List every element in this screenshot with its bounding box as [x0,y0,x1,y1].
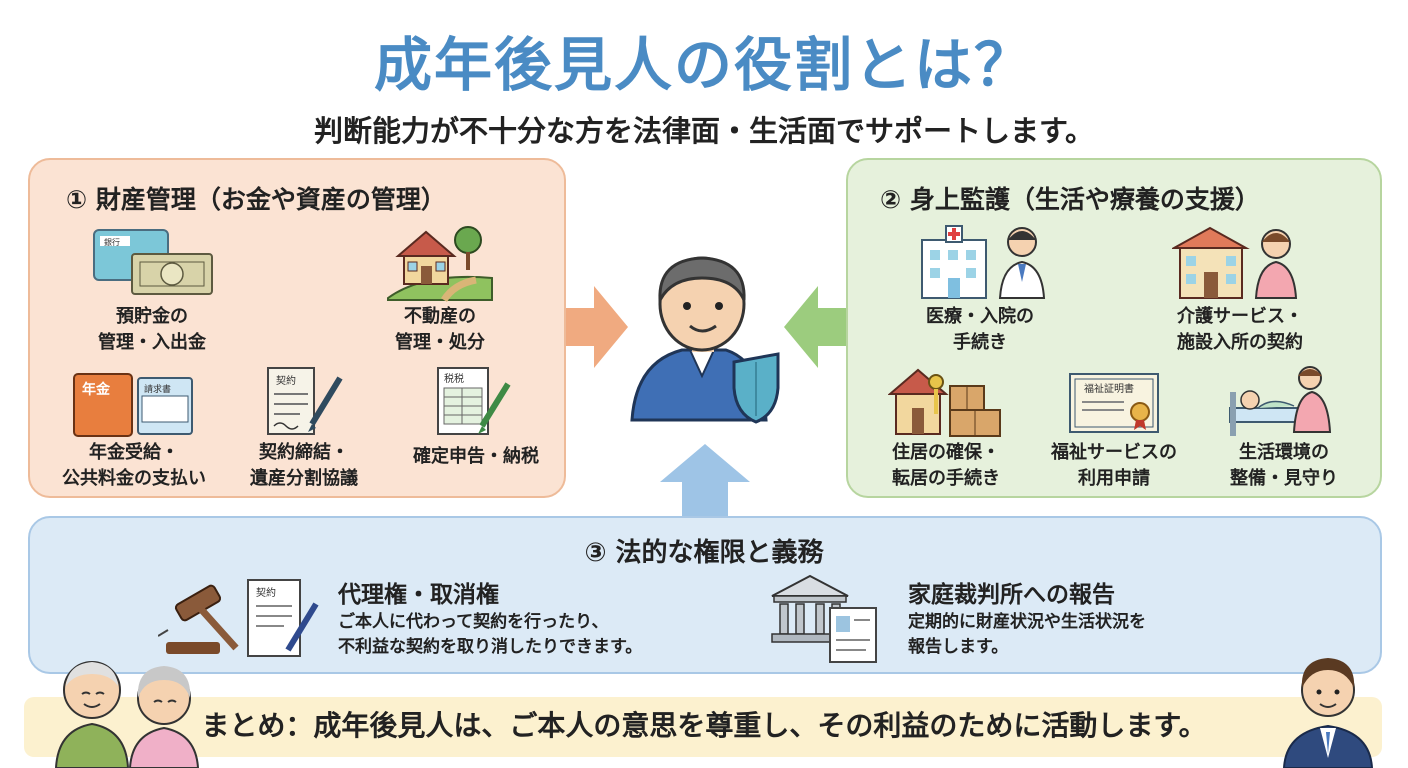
property-item-label: 年金受給・公共料金の支払い [62,442,206,489]
gavel-contract-icon: 契約 [158,579,319,657]
house-key-boxes-icon [888,368,1001,437]
bank-card-text: 銀行 [104,237,120,247]
guardian-icon [630,256,780,424]
personal-care-panel [846,158,1382,498]
page-subtitle: 判断能力が不十分な方を法律面・生活面でサポートします。 [313,114,1095,148]
care-item-label: 介護サービス・施設入所の契約 [1177,306,1303,353]
property-management-panel [28,158,566,498]
care-heading: ② 身上監護（生活や療養の支援） [880,185,1260,214]
care-facility-icon [1172,226,1298,299]
arrow-right-icon [566,286,628,368]
tax-form-icon: 税税 [437,367,511,435]
svg-text:福祉証明書: 福祉証明書 [1084,382,1134,395]
certificate-icon: 福祉証明書 [1069,373,1159,433]
house-land-icon [387,226,493,302]
svg-text:税税: 税税 [444,372,464,385]
property-item-label: 契約締結・遺産分割協議 [250,442,358,489]
summary-bar [24,697,1382,757]
contract-scroll-icon: 契約 [267,367,343,435]
svg-text:請求書: 請求書 [144,383,171,395]
businessman-icon [1282,658,1374,768]
property-item-label: 預貯金の管理・入出金 [98,306,206,353]
property-item-label: 不動産の管理・処分 [395,306,485,353]
elderly-couple-icon [54,661,200,768]
care-item-label: 住居の確保・転居の手続き [892,442,1000,489]
arrow-left-icon [784,286,846,368]
bankbook-cash-icon: 銀行 [93,229,213,295]
care-item-label: 医療・入院の手続き [926,306,1034,353]
hospital-doctor-icon [921,225,1046,299]
care-item-label: 生活環境の整備・見守り [1230,442,1338,489]
property-item-label: 確定申告・納税 [413,446,539,467]
bed-caregiver-icon [1229,366,1332,436]
svg-text:契約: 契約 [276,374,296,387]
legal-item-desc: 定期的に財産状況や生活状況を報告します。 [908,612,1146,657]
svg-text:年金: 年金 [82,381,111,398]
svg-text:契約: 契約 [256,586,276,599]
care-item-label: 福祉サービスの利用申請 [1051,442,1177,489]
legal-item-title: 家庭裁判所への報告 [908,582,1115,608]
legal-item-desc: ご本人に代わって契約を行ったり、不利益な契約を取り消したりできます。 [338,612,643,657]
arrow-up-icon [660,444,750,516]
page-title: 成年後見人の役割とは？ [373,31,1034,99]
courthouse-report-icon [771,574,877,663]
legal-item-title: 代理権・取消権 [338,582,499,608]
property-heading: ① 財産管理（お金や資産の管理） [66,185,446,214]
summary-text: まとめ：成年後見人は、ご本人の意思を尊重し、その利益のために活動します。 [201,709,1207,742]
legal-heading: ③ 法的な権限と義務 [584,538,824,568]
pension-book-icon: 年金 請求書 [73,373,193,437]
